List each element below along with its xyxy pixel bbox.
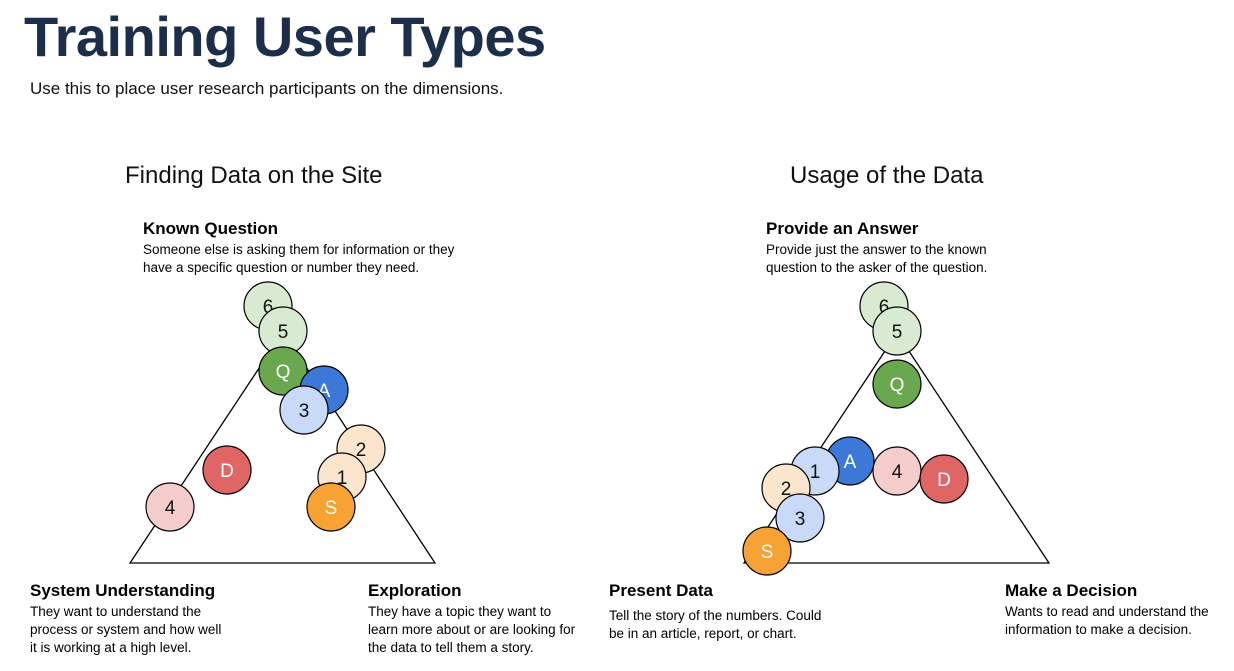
right-bl-desc-line: Tell the story of the numbers. Could — [609, 608, 822, 623]
participant-circle — [775, 493, 825, 543]
left-bl-heading: System Understanding — [30, 581, 216, 600]
participant-label: 5 — [278, 322, 289, 343]
participant-circle — [306, 482, 356, 532]
left-br-desc-line: They have a topic they want to — [368, 604, 552, 619]
participant-marker[interactable]: 4 — [872, 446, 922, 496]
left-bl-desc-line: it is working at a high level. — [30, 640, 192, 655]
right-br-desc: Wants to read and understand the informa… — [1005, 603, 1230, 639]
participant-marker[interactable]: S — [742, 526, 792, 576]
left-panel-title: Finding Data on the Site — [125, 162, 383, 189]
participant-label: Q — [890, 375, 905, 396]
right-br-desc-line: Wants to read and understand the — [1005, 604, 1209, 619]
participant-label: 3 — [299, 401, 310, 422]
participant-label: D — [937, 470, 951, 491]
participant-circle — [145, 482, 195, 532]
participant-circle — [919, 454, 969, 504]
left-top-heading: Known Question — [143, 219, 279, 238]
left-bottom-right-label: Exploration They have a topic they want … — [368, 580, 708, 657]
participant-circle — [202, 445, 252, 495]
right-br-heading: Make a Decision — [1005, 581, 1138, 600]
participant-marker[interactable]: Q — [258, 346, 308, 396]
right-top-desc-line: question to the asker of the question. — [766, 260, 988, 275]
participant-marker[interactable]: S — [306, 482, 356, 532]
left-br-desc: They have a topic they want to learn mor… — [368, 603, 708, 657]
participant-marker[interactable]: 5 — [872, 306, 922, 356]
left-bl-desc-line: process or system and how well — [30, 622, 222, 637]
right-br-desc-line: information to make a decision. — [1005, 622, 1192, 637]
left-bottom-left-label: System Understanding They want to unders… — [30, 580, 370, 657]
participant-circle — [872, 306, 922, 356]
right-bottom-left-label: Present Data Tell the story of the numbe… — [609, 580, 949, 643]
participant-label: 6 — [879, 297, 890, 318]
participant-label: A — [844, 452, 857, 473]
right-bottom-right-label: Make a Decision Wants to read and unders… — [1005, 580, 1230, 639]
right-bl-desc-line: be in an article, report, or chart. — [609, 626, 797, 641]
left-top-desc-line: have a specific question or number they … — [143, 260, 420, 275]
right-bl-desc: Tell the story of the numbers. Could be … — [609, 607, 949, 643]
participant-marker[interactable]: D — [919, 454, 969, 504]
left-br-desc-line: learn more about or are looking for — [368, 622, 576, 637]
participant-circle — [872, 359, 922, 409]
participant-label: Q — [276, 362, 291, 383]
participant-label: 2 — [781, 479, 792, 500]
right-top-desc: Provide just the answer to the known que… — [766, 241, 1106, 277]
participant-marker[interactable]: D — [202, 445, 252, 495]
participant-label: 1 — [337, 468, 348, 489]
right-panel-title: Usage of the Data — [790, 162, 984, 189]
participant-label: 2 — [356, 440, 367, 461]
right-triangle-diagram: 65Q A 1 4 D 23S — [742, 281, 1051, 576]
participant-label: S — [325, 498, 338, 519]
participant-label: 3 — [795, 509, 806, 530]
participant-marker[interactable]: 3 — [775, 493, 825, 543]
page-title: Training User Types — [24, 5, 546, 68]
left-top-label: Known Question Someone else is asking th… — [143, 218, 483, 277]
participant-label: 6 — [263, 297, 274, 318]
participant-marker[interactable]: 4 — [145, 482, 195, 532]
left-bl-desc-line: They want to understand the — [30, 604, 202, 619]
participant-circle — [258, 346, 308, 396]
participant-circle — [742, 526, 792, 576]
right-top-desc-line: Provide just the answer to the known — [766, 242, 987, 257]
participant-label: 1 — [810, 462, 821, 483]
participant-marker[interactable]: Q — [872, 359, 922, 409]
participant-label: 4 — [165, 498, 176, 519]
left-top-desc: Someone else is asking them for informat… — [143, 241, 483, 277]
right-top-heading: Provide an Answer — [766, 219, 919, 238]
participant-label: D — [220, 461, 234, 482]
participant-label: 5 — [892, 322, 903, 343]
participant-label: 4 — [892, 462, 903, 483]
right-markers: 65Q A 1 4 D 23S — [742, 281, 969, 576]
participant-marker[interactable]: 3 — [279, 385, 329, 435]
left-br-desc-line: the data to tell them a story. — [368, 640, 534, 655]
left-top-desc-line: Someone else is asking them for informat… — [143, 242, 455, 257]
participant-label: S — [761, 542, 774, 563]
left-br-heading: Exploration — [368, 581, 462, 600]
right-top-label: Provide an Answer Provide just the answe… — [766, 218, 1106, 277]
right-bl-heading: Present Data — [609, 581, 713, 600]
page-subtitle: Use this to place user research particip… — [30, 79, 504, 98]
left-bl-desc: They want to understand the process or s… — [30, 603, 370, 657]
participant-circle — [279, 385, 329, 435]
